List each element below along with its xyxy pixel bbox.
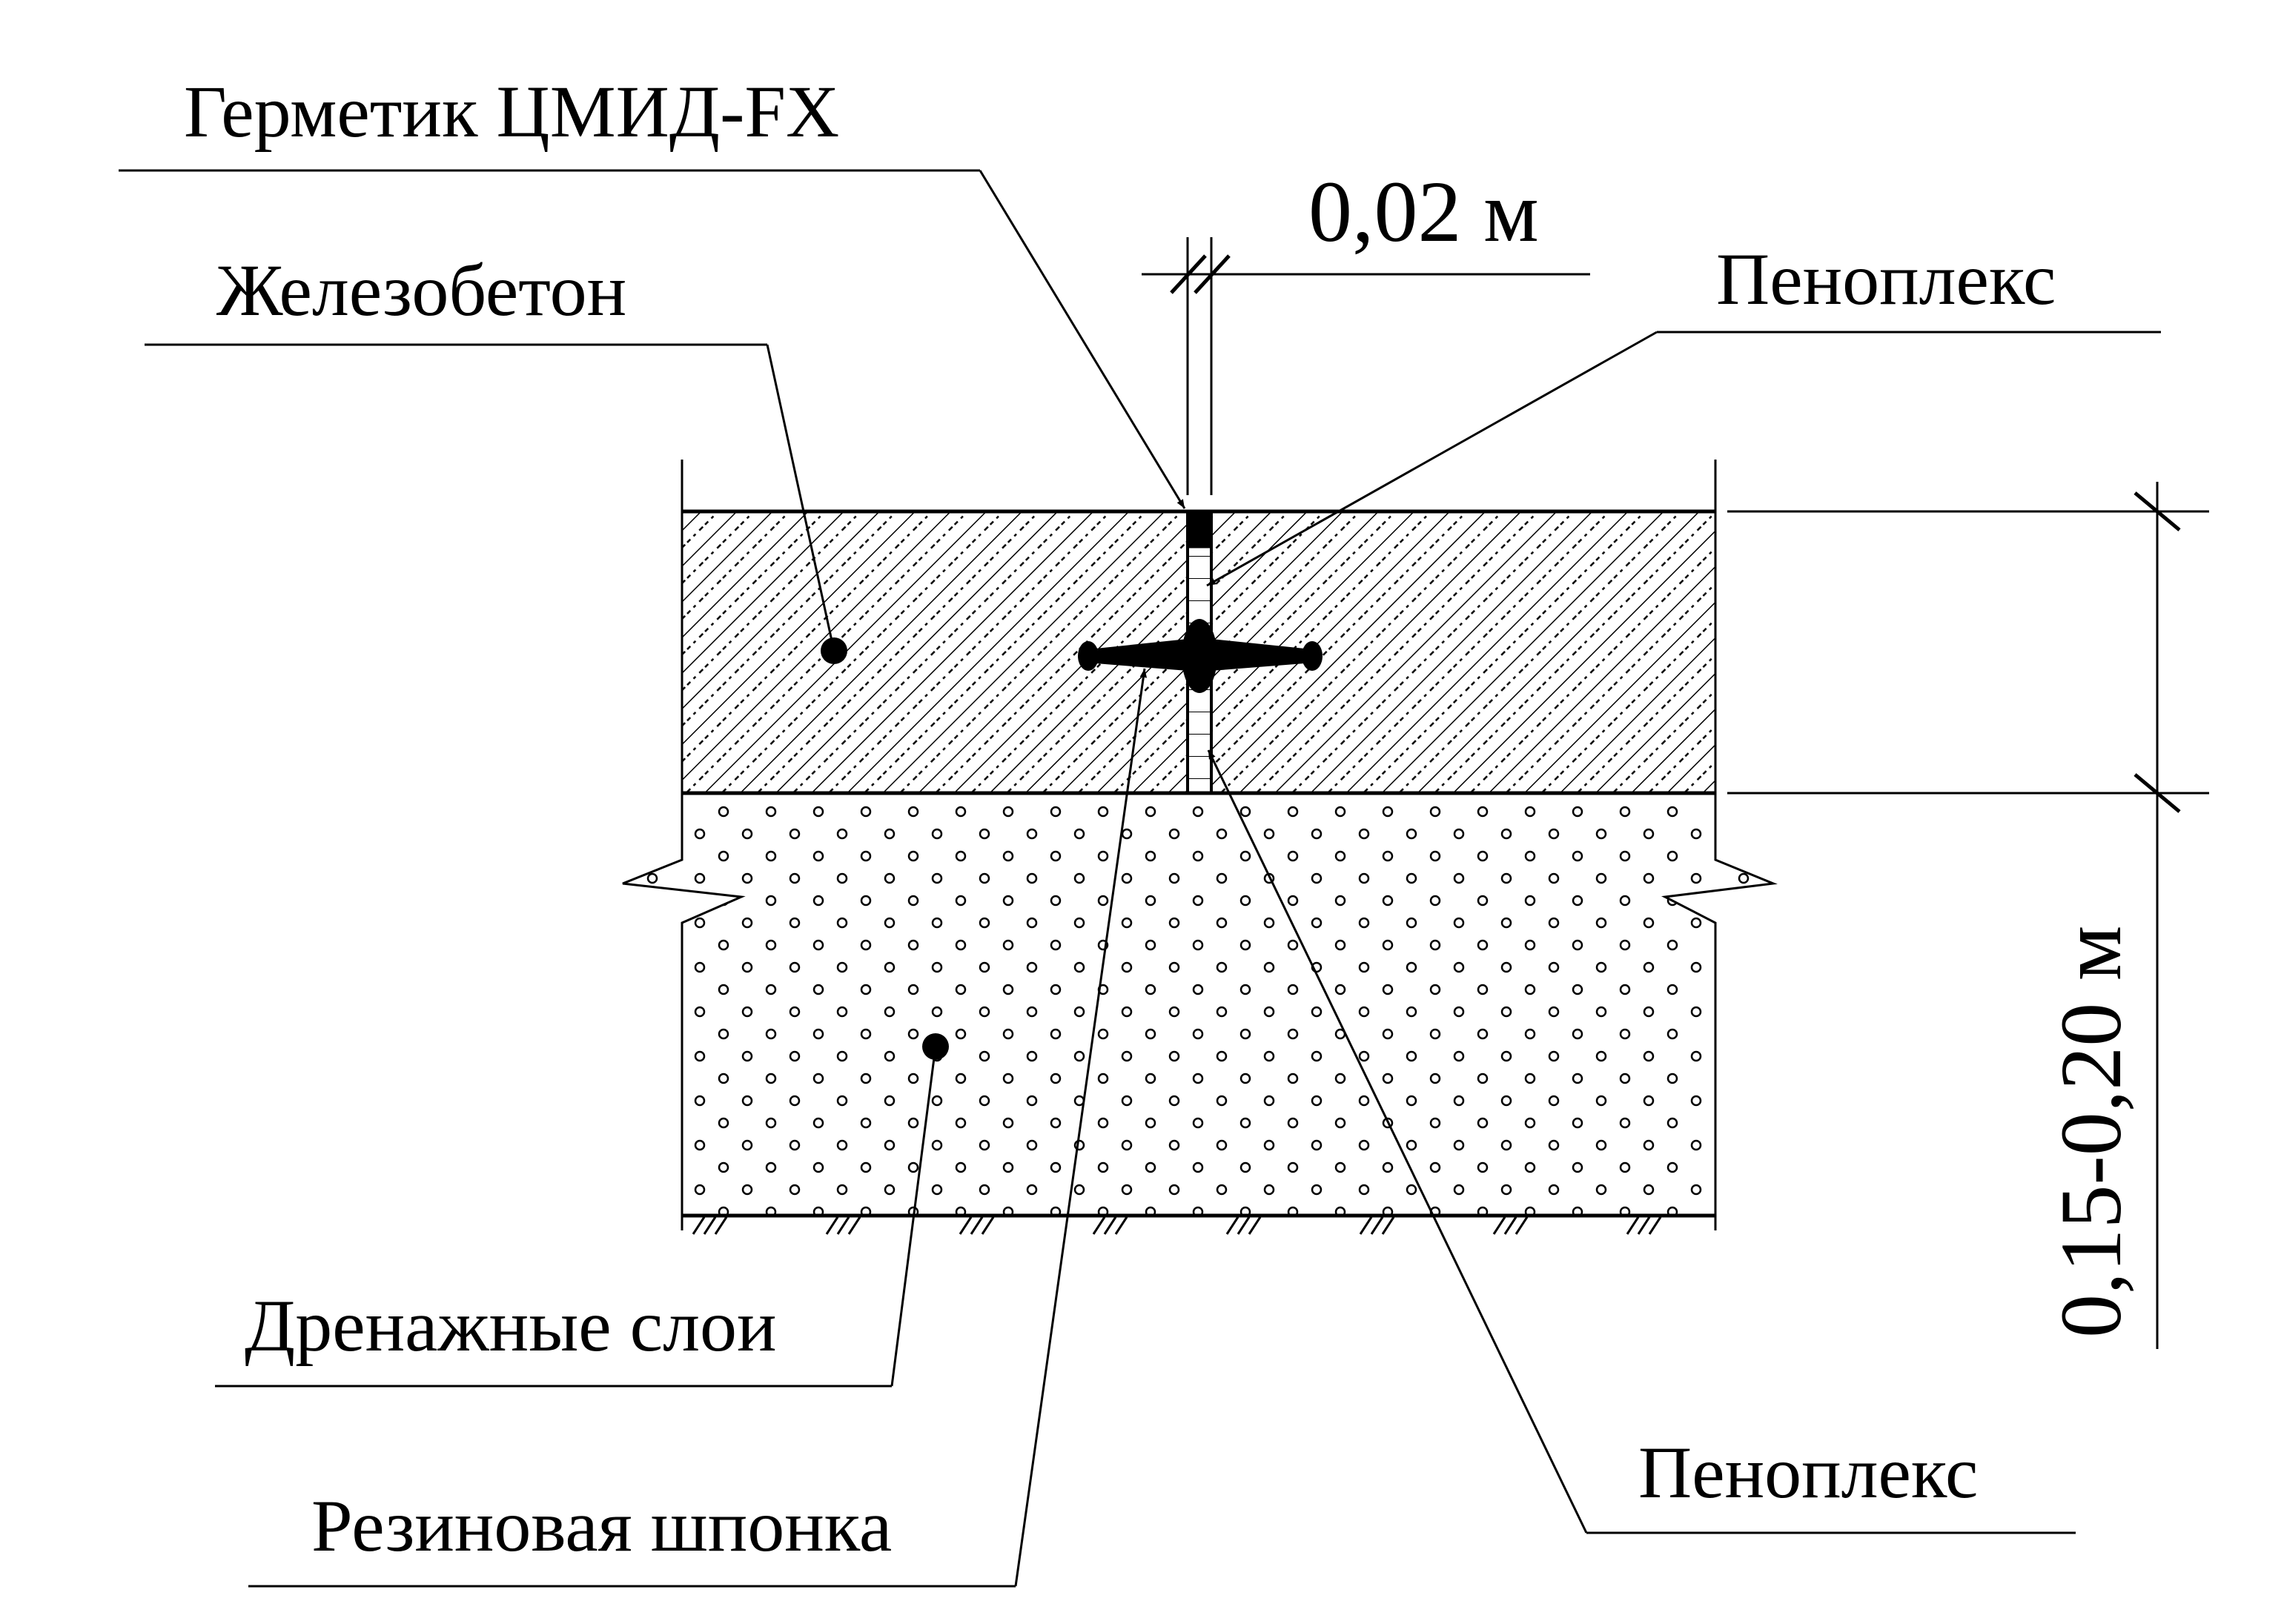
rubber-waterstop: [1078, 619, 1323, 693]
slab-thickness-dimension: [1727, 482, 2209, 1349]
label-penoplex-top: Пеноплекс: [1716, 238, 2056, 320]
label-slab-thickness: 0,15-0,20 м: [2042, 926, 2139, 1338]
label-joint-width: 0,02 м: [1308, 163, 1539, 260]
leader-lines: [119, 169, 2161, 1588]
label-penoplex-bottom: Пеноплекс: [1638, 1431, 1978, 1514]
drainage-leader-dot: [922, 1033, 949, 1060]
drainage-layer: [622, 793, 1778, 1230]
ground-hatch: [692, 1216, 1662, 1236]
joint-width-dimension: [1142, 237, 1590, 495]
label-drainage: Дренажные слои: [245, 1285, 776, 1367]
label-sealant: Герметик ЦМИД-FX: [184, 70, 839, 153]
concrete-leader-dot: [821, 637, 847, 664]
label-rubber-key: Резиновая шпонка: [311, 1485, 892, 1567]
label-concrete: Железобетон: [216, 249, 626, 331]
